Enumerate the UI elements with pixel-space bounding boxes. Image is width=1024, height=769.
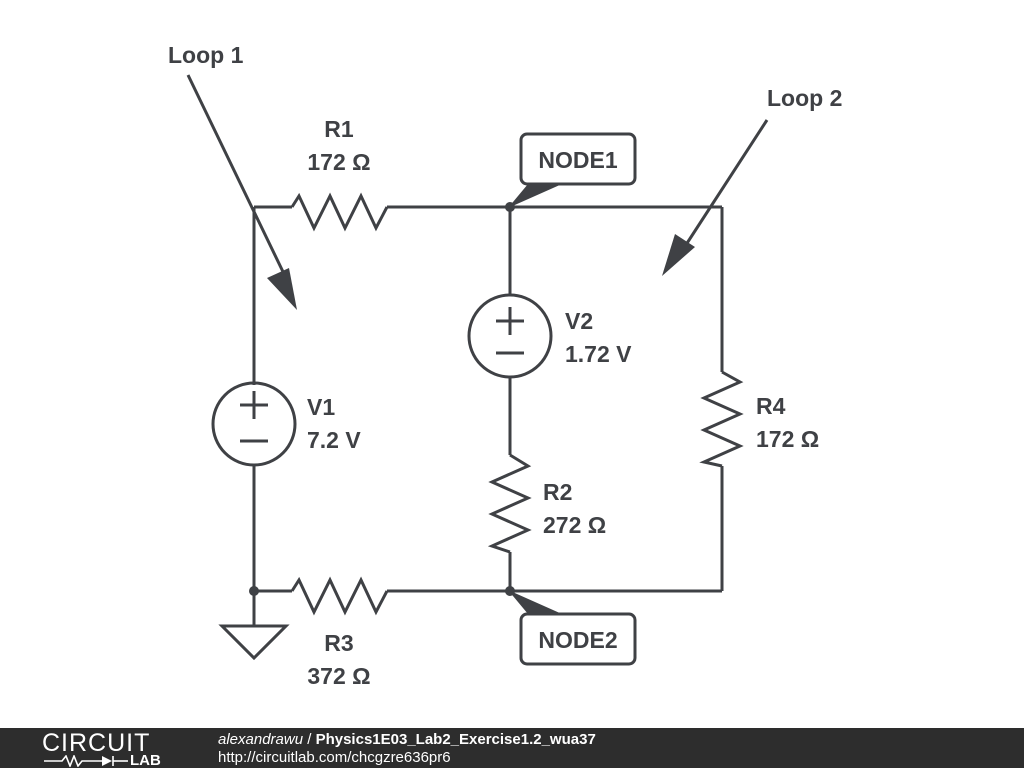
v1-value: 7.2 V (307, 427, 361, 453)
node1-label: NODE1 (538, 147, 617, 173)
resistor-r3 (290, 576, 389, 616)
voltage-source-v2 (467, 293, 553, 379)
circuit-url-link[interactable]: http://circuitlab.com/chcgzre636pr6 (218, 749, 451, 766)
footer-credit-line: alexandrawu / Physics1E03_Lab2_Exercise1… (218, 731, 596, 748)
junction-dot-ground (249, 586, 259, 596)
loop2-arrow (662, 119, 769, 276)
v1-name: V1 (307, 394, 335, 420)
node2-label: NODE2 (538, 627, 617, 653)
credit-separator: / (303, 731, 316, 748)
circuit-schematic: NODE1 NODE2 Loop 1 Loop 2 R1 172 Ω R3 37… (168, 42, 842, 689)
loop2-label: Loop 2 (767, 85, 842, 111)
ground-symbol (218, 624, 290, 661)
r2-value: 272 Ω (543, 512, 606, 538)
r1-name: R1 (324, 116, 354, 142)
r2-name: R2 (543, 479, 572, 505)
voltage-source-v1 (211, 381, 297, 467)
loop1-arrow (186, 74, 297, 310)
footer-bar: CIRCUIT LAB alexandrawu / Physics1E03_La… (0, 728, 1024, 768)
logo-circuit-text: CIRCUIT (42, 729, 151, 757)
circuit-title-link[interactable]: Physics1E03_Lab2_Exercise1.2_wua37 (315, 731, 596, 748)
node2-callout: NODE2 (508, 590, 637, 666)
logo-lab-text: LAB (130, 752, 161, 769)
circuitlab-logo[interactable]: CIRCUIT LAB (42, 729, 177, 769)
node1-callout: NODE1 (508, 132, 637, 208)
r3-value: 372 Ω (307, 663, 370, 689)
r3-name: R3 (324, 630, 353, 656)
resistor-r2 (487, 453, 532, 554)
loop1-label: Loop 1 (168, 42, 244, 68)
r4-name: R4 (756, 393, 786, 419)
wires (252, 205, 724, 626)
author-link[interactable]: alexandrawu (218, 731, 304, 748)
resistor-r4 (699, 370, 744, 468)
r4-value: 172 Ω (756, 426, 819, 452)
v2-name: V2 (565, 308, 593, 334)
r1-value: 172 Ω (307, 149, 370, 175)
resistor-r1 (290, 192, 389, 232)
v2-value: 1.72 V (565, 341, 632, 367)
logo-wave-icon (44, 755, 128, 767)
